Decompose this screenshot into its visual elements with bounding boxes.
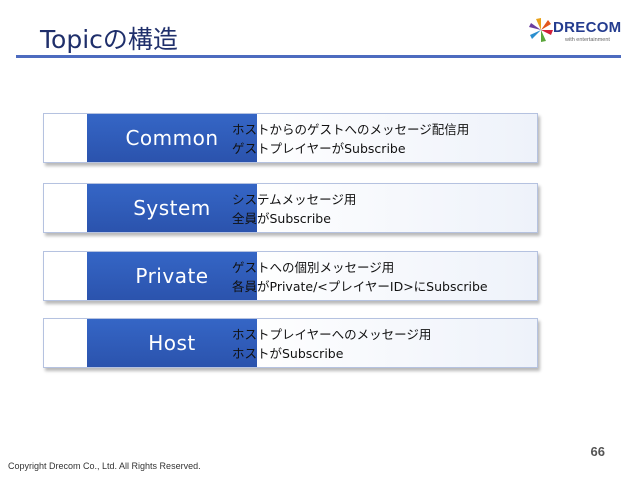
topic-description-line: システムメッセージ用	[232, 192, 357, 207]
page-number: 66	[590, 444, 605, 459]
slide-title: Topicの構造	[40, 25, 178, 54]
topic-description-line: 各員がPrivate/<プレイヤーID>にSubscribe	[232, 279, 488, 294]
topic-description: システムメッセージ用 全員がSubscribe	[232, 190, 532, 228]
topic-row-system: System システムメッセージ用 全員がSubscribe	[43, 183, 538, 233]
company-logo: DRECOM with entertainment	[527, 16, 627, 48]
topic-label: Host	[87, 319, 257, 367]
topic-description-line: ホストプレイヤーへのメッセージ用	[232, 327, 432, 342]
topic-row-private: Private ゲストへの個別メッセージ用 各員がPrivate/<プレイヤーI…	[43, 251, 538, 301]
topic-description-line: ホストがSubscribe	[232, 346, 344, 361]
title-rule	[16, 55, 621, 58]
topic-description: ホストプレイヤーへのメッセージ用 ホストがSubscribe	[232, 325, 532, 363]
logo-wordmark: DRECOM	[553, 19, 622, 36]
logo-tagline: with entertainment	[565, 37, 610, 43]
topic-description-line: ゲストプレイヤーがSubscribe	[232, 141, 406, 156]
topic-description-line: ホストからのゲストへのメッセージ配信用	[232, 122, 470, 137]
topic-row-common: Common ホストからのゲストへのメッセージ配信用 ゲストプレイヤーがSubs…	[43, 113, 538, 163]
topic-description: ホストからのゲストへのメッセージ配信用 ゲストプレイヤーがSubscribe	[232, 120, 532, 158]
topic-label: Private	[87, 252, 257, 300]
copyright-notice: Copyright Drecom Co., Ltd. All Rights Re…	[8, 461, 201, 471]
topic-label: System	[87, 184, 257, 232]
topic-row-host: Host ホストプレイヤーへのメッセージ用 ホストがSubscribe	[43, 318, 538, 368]
topic-description-line: ゲストへの個別メッセージ用	[232, 260, 395, 275]
topic-description-line: 全員がSubscribe	[232, 211, 331, 226]
topic-label: Common	[87, 114, 257, 162]
topic-description: ゲストへの個別メッセージ用 各員がPrivate/<プレイヤーID>にSubsc…	[232, 258, 532, 296]
logo-mark-icon	[529, 18, 553, 42]
